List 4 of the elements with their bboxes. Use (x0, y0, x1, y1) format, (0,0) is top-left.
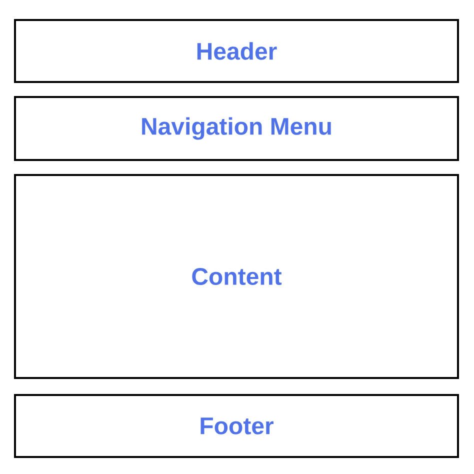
layout-box: Footer (14, 394, 459, 458)
layout-box: Navigation Menu (14, 96, 459, 161)
layout-box: Content (14, 174, 459, 379)
layout-box: Header (14, 19, 459, 83)
